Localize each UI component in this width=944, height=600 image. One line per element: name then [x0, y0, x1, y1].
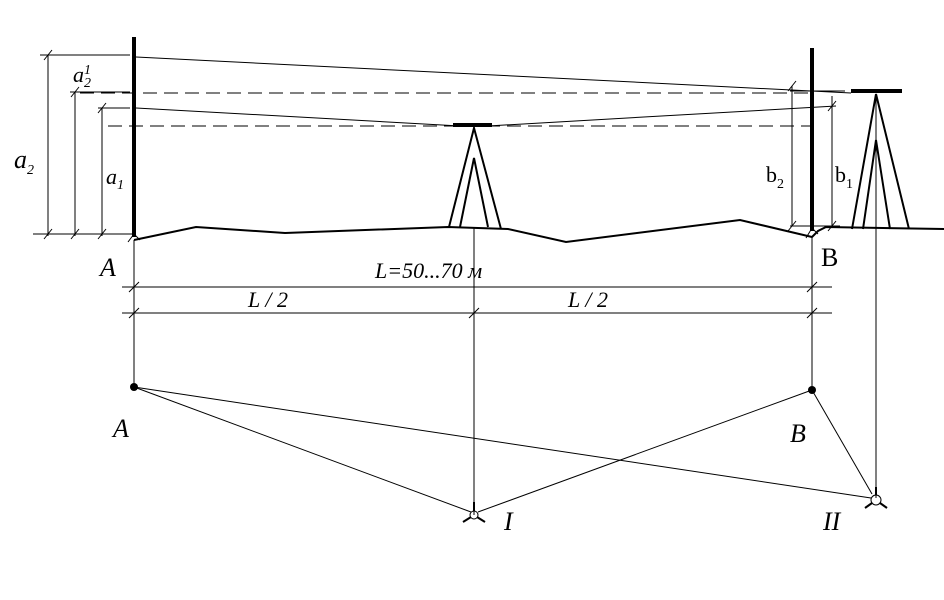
dimension-a2-prime	[70, 86, 130, 236]
label-station-1: I	[503, 507, 514, 536]
dimension-total	[122, 281, 832, 293]
plan-station-1-marker	[462, 502, 486, 523]
ground-profile	[133, 218, 944, 244]
level-station-1	[448, 123, 502, 230]
label-point-b-plan: B	[790, 419, 806, 448]
label-point-a-plan: A	[111, 414, 129, 443]
plan-station-2-marker	[864, 487, 888, 509]
plan-b-to-station-1	[477, 389, 813, 513]
level-station-2	[851, 89, 910, 230]
label-b2: b2	[766, 162, 784, 192]
point-b-marker	[805, 227, 819, 239]
dimension-halves	[122, 307, 832, 319]
dimension-base-left	[33, 228, 134, 240]
dimension-a1	[97, 102, 130, 236]
label-b1: b1	[835, 162, 853, 192]
label-a2: a2	[14, 145, 34, 178]
sightline-2-left	[135, 56, 852, 94]
dimension-a2	[40, 49, 130, 236]
label-a1: a1	[106, 164, 124, 193]
label-half-right: L / 2	[567, 287, 608, 312]
sightline-1-right	[487, 105, 837, 127]
sightline-1-left	[135, 107, 461, 127]
plan-a-to-station-1	[133, 386, 472, 513]
plan-b-to-station-2	[811, 389, 873, 495]
label-point-a-profile: A	[98, 253, 116, 282]
label-point-b-profile: B	[821, 243, 838, 272]
plan-a-to-station-2	[133, 386, 872, 499]
dimension-b2	[787, 80, 797, 232]
dimension-b1	[790, 96, 840, 232]
label-station-2: II	[822, 507, 842, 536]
label-distance: L=50...70 м	[374, 258, 482, 283]
label-half-left: L / 2	[247, 287, 288, 312]
label-a2-prime: a21	[73, 62, 91, 91]
